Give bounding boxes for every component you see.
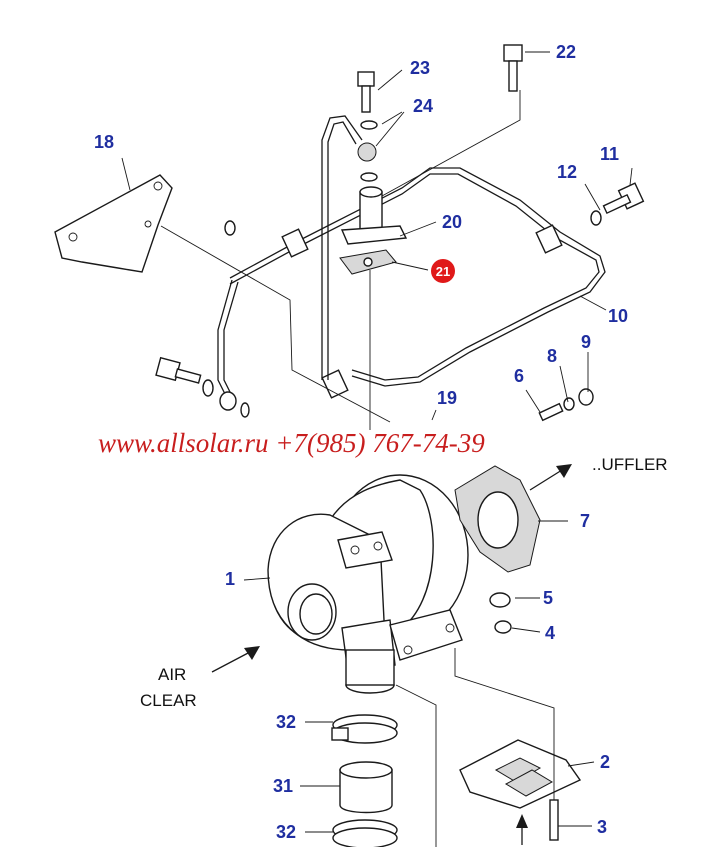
bolt-part-11: [602, 182, 645, 215]
callout-32-lower: 32: [276, 822, 296, 842]
bolt-part-23: [357, 71, 375, 113]
clamp-part-32-lower: [332, 819, 398, 847]
callout-7: 7: [580, 511, 590, 531]
callout-5: 5: [543, 588, 553, 608]
highlight-badge-label: 21: [436, 264, 450, 279]
callout-23: 23: [410, 58, 430, 78]
callout-12: 12: [557, 162, 577, 182]
callout-31: 31: [273, 776, 293, 796]
air-label-line1: AIR: [158, 665, 186, 684]
callout-9: 9: [581, 332, 591, 352]
bolt-part-6: [538, 402, 564, 422]
callout-8: 8: [547, 346, 557, 366]
nut-part-9: [578, 388, 594, 406]
callout-24: 24: [413, 96, 433, 116]
washer-part-24: [357, 120, 378, 182]
washer-part-8: [563, 397, 575, 411]
turbocharger-part-1: [267, 474, 469, 694]
leader-lines: [121, 51, 633, 430]
callout-32-upper: 32: [276, 712, 296, 732]
callout-18: 18: [94, 132, 114, 152]
callout-2: 2: [600, 752, 610, 772]
tube-assembly-part-10: [217, 167, 606, 401]
gasket-part-21: [339, 249, 397, 275]
callout-1: 1: [225, 569, 235, 589]
hose-part-31: [339, 761, 393, 814]
callout-11: 11: [600, 144, 619, 164]
watermark-text: www.allsolar.ru +7(985) 767-74-39: [98, 428, 485, 458]
gasket-part-7: [454, 465, 541, 573]
flow-labels: ..UFFLER AIR CLEAR: [140, 455, 668, 710]
air-label-line2: CLEAR: [140, 691, 197, 710]
callout-22: 22: [556, 42, 576, 62]
nut-part-5: [489, 592, 511, 608]
leader-lines-lower: [243, 520, 595, 847]
oil-feed-pipe: [321, 115, 363, 380]
flow-arrows: [211, 464, 572, 845]
callout-10: 10: [608, 306, 628, 326]
highlight-badge: [431, 259, 455, 283]
bolt-part-22: [503, 44, 523, 92]
washer-part-12: [590, 210, 602, 226]
callout-19: 19: [437, 388, 457, 408]
callout-3: 3: [597, 817, 607, 837]
callout-numbers: 22 23 24 18 11 12 20 10 9 8 6 19 7 1 5 4…: [94, 42, 628, 842]
muffler-label: ..UFFLER: [592, 455, 668, 474]
bolt-left-lower: [155, 356, 250, 418]
bracket-part-18: [54, 174, 173, 273]
gasket-part-2: [459, 739, 582, 809]
highlighted-callout-21: 21: [431, 259, 455, 283]
fitting-part-20: [340, 186, 408, 245]
stud-part-3: [549, 799, 559, 841]
washer-part-4: [494, 620, 512, 634]
clamp-part-32-upper: [331, 714, 398, 744]
callout-4: 4: [545, 623, 555, 643]
callout-6: 6: [514, 366, 524, 386]
callout-20: 20: [442, 212, 462, 232]
